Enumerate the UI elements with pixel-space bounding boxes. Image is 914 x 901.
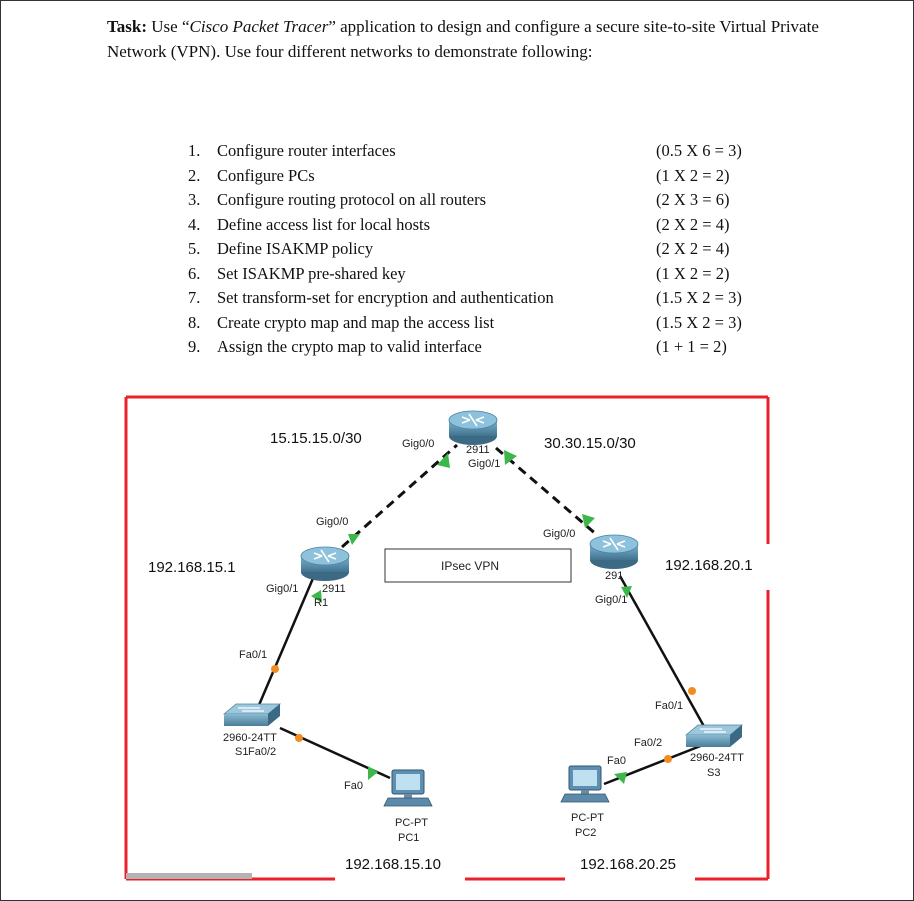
top-router-icon[interactable] [448,410,498,446]
router-r1-icon[interactable] [300,546,350,582]
switch-s1-icon[interactable] [223,703,281,727]
item-points: (0.5 X 6 = 3) [656,141,742,160]
status-up-icon [437,453,450,468]
vpn-label: IPsec VPN [441,559,499,573]
status-up-icon [348,534,360,545]
item-points: (1.5 X 2 = 3) [656,288,742,307]
r3-if-down: Gig0/1 [595,594,627,606]
item-number: 2. [188,165,201,185]
s3-if-pc: Fa0/2 [634,737,662,749]
item-number: 3. [188,190,201,209]
r1-if-down: Gig0/1 [266,583,298,595]
task-pre: Use “ [147,17,190,36]
item-number: 9. [188,337,201,356]
pc2-icon[interactable] [560,765,610,803]
top-router-if-left: Gig0/0 [402,438,434,450]
item-number: 6. [188,263,201,283]
task-description: Task: Use “Cisco Packet Tracer” applicat… [107,14,867,64]
link-top-router-r3 [495,446,598,537]
task-app-name: Cisco Packet Tracer [189,17,329,36]
item-text: Create crypto map and map the access lis… [217,312,495,332]
r1-if-up: Gig0/0 [316,516,348,528]
item-points: (2 X 2 = 4) [656,239,730,258]
item-points: (2 X 2 = 4) [656,214,730,234]
pc2-type: PC-PT [571,812,604,824]
link-r1-top-router [341,443,458,549]
status-up-icon [621,586,632,598]
link-r3-s3 [618,575,708,731]
pc1-if: Fa0 [344,780,363,792]
status-amber-icon [295,734,303,742]
pc1-type: PC-PT [395,817,428,829]
s1-if-pc: Fa0/2 [248,746,276,758]
s3-if-up: Fa0/1 [655,700,683,712]
status-up-icon [614,772,627,784]
status-up-icon [504,450,517,465]
item-text: Set transform-set for encryption and aut… [217,288,554,307]
item-number: 5. [188,239,201,258]
top-router-model: 2911 [466,444,490,456]
pc2-name: PC2 [575,827,596,839]
item-text: Define ISAKMP policy [217,239,374,258]
s1-name: S1 [235,746,248,758]
net-left-label: 15.15.15.0/30 [270,430,362,447]
s3-name: S3 [707,767,720,779]
item-points: (2 X 3 = 6) [656,190,730,209]
item-points: (1.5 X 2 = 3) [656,312,742,332]
r3-if-up: Gig0/0 [543,528,575,540]
task-post: ” application to design and configure a … [107,17,819,61]
status-up-icon [368,766,378,780]
item-points: (1 + 1 = 2) [656,337,727,356]
item-text: Configure routing protocol on all router… [217,190,486,209]
pc1-ip: 192.168.15.10 [345,856,441,873]
item-number: 8. [188,312,201,332]
vpn-box [384,548,572,583]
item-points: (1 X 2 = 2) [656,165,730,185]
item-text: Assign the crypto map to valid interface [217,337,482,356]
link-status-markers [271,450,696,784]
s3-model: 2960-24TT [690,752,744,764]
pc2-ip: 192.168.20.25 [580,856,676,873]
lan-right-gateway: 192.168.20.1 [665,557,753,574]
task-label: Task: [107,17,148,36]
status-up-icon [582,514,595,528]
status-up-icon [311,590,322,603]
diagram-frame [124,395,770,881]
switch-s3-icon[interactable] [685,724,743,748]
item-number: 1. [188,141,201,160]
router-r3-icon[interactable] [589,534,639,570]
status-amber-icon [688,687,696,695]
item-text: Set ISAKMP pre-shared key [217,263,406,283]
link-r1-s1 [257,575,316,706]
item-text: Define access list for local hosts [217,214,431,234]
status-amber-icon [664,755,672,763]
item-number: 7. [188,288,201,307]
pc2-if: Fa0 [607,755,626,767]
r1-model: 2911 [322,583,346,595]
r3-model: 291 [605,570,623,582]
links [257,443,709,786]
net-right-label: 30.30.15.0/30 [544,435,636,452]
s1-model: 2960-24TT [223,732,277,744]
s1-if-up: Fa0/1 [239,649,267,661]
lan-left-gateway: 192.168.15.1 [148,559,236,576]
pc1-icon[interactable] [383,769,433,807]
item-points: (1 X 2 = 2) [656,263,730,283]
item-text: Configure router interfaces [217,141,396,160]
r1-name: R1 [314,597,328,609]
item-text: Configure PCs [217,165,315,185]
pc1-name: PC1 [398,832,419,844]
item-number: 4. [188,214,201,234]
top-router-if-right: Gig0/1 [468,458,500,470]
status-amber-icon [271,665,279,673]
